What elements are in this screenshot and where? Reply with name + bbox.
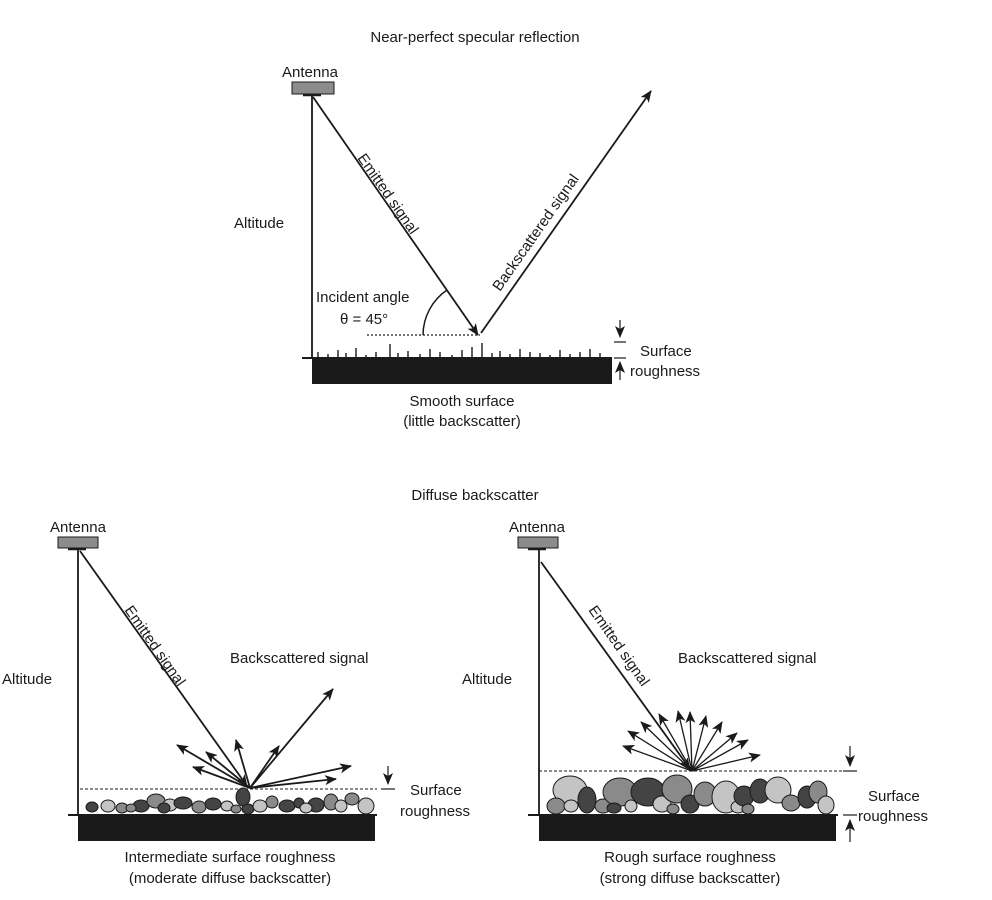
roughness-indicator	[614, 320, 626, 380]
pebble	[661, 774, 693, 804]
pebbles	[546, 774, 835, 815]
emitted-signal-arrow	[540, 561, 691, 770]
diffuse-arrow	[691, 732, 738, 772]
pebble	[241, 803, 255, 815]
pebble	[85, 801, 99, 813]
pebble	[357, 797, 375, 815]
pebble	[252, 799, 268, 813]
pebble	[344, 792, 360, 806]
roughness-label-line1: Surface	[640, 343, 692, 360]
roughness-label-line2: roughness	[630, 363, 700, 380]
roughness-label-line1: Surface	[410, 782, 462, 799]
pebble	[624, 799, 638, 813]
rough-caption-line1: Rough surface roughness	[604, 849, 776, 866]
antenna-icon	[57, 536, 99, 549]
emitted-signal-label: Emitted signal	[121, 603, 189, 690]
specular-panel: Near-perfect specular reflection Antenna…	[234, 29, 700, 430]
roughness-label-line1: Surface	[868, 788, 920, 805]
pebble	[606, 802, 622, 814]
emitted-signal-arrow	[312, 96, 479, 336]
pebble	[204, 797, 222, 811]
backscattered-signal-label: Backscattered signal	[230, 650, 368, 667]
antenna-label: Antenna	[282, 64, 339, 81]
intermediate-caption-line1: Intermediate surface roughness	[125, 849, 336, 866]
pebble	[173, 796, 193, 810]
diffuse-arrows	[176, 688, 352, 789]
pebble	[157, 802, 171, 814]
diffuse-arrow	[622, 745, 693, 772]
antenna-icon	[291, 81, 335, 95]
backscattered-signal-label: Backscattered signal	[489, 171, 582, 294]
pebble	[781, 794, 801, 812]
antenna-icon	[517, 536, 559, 549]
roughness-label-line2: roughness	[400, 803, 470, 820]
altitude-label: Altitude	[234, 215, 284, 232]
diffuse-title: Diffuse backscatter	[411, 487, 538, 504]
pebble	[577, 786, 597, 814]
pebble	[278, 799, 296, 813]
surface-ticks	[317, 343, 601, 358]
diffuse-arrow	[675, 710, 693, 772]
pebble	[100, 799, 116, 813]
pebble	[125, 803, 137, 813]
ground-block	[539, 815, 836, 841]
incident-angle-arc	[422, 289, 448, 336]
pebble	[666, 803, 680, 815]
ground-block	[78, 815, 375, 841]
backscattered-signal-label: Backscattered signal	[678, 650, 816, 667]
pebble	[741, 803, 755, 815]
diffuse-arrow	[640, 721, 693, 772]
pebble	[230, 804, 242, 814]
diffuse-arrow	[691, 715, 709, 772]
roughness-indicator	[381, 766, 395, 790]
pebble	[265, 795, 279, 809]
altitude-label: Altitude	[2, 671, 52, 688]
emitted-signal-label: Emitted signal	[585, 603, 653, 690]
antenna-label: Antenna	[509, 519, 566, 536]
roughness-label-line2: roughness	[858, 808, 928, 825]
diffuse-arrow	[658, 713, 693, 772]
rough-panel: Antenna Altitude Emitted signal Backscat…	[462, 519, 928, 887]
diffuse-arrow	[627, 730, 693, 772]
diffuse-arrow	[685, 711, 696, 772]
pebble	[334, 799, 348, 813]
pebble	[235, 787, 251, 807]
specular-title: Near-perfect specular reflection	[370, 29, 579, 46]
smooth-caption-line1: Smooth surface	[409, 393, 514, 410]
emitted-signal-label: Emitted signal	[354, 151, 422, 238]
pebble	[299, 802, 313, 814]
angle-value: θ = 45°	[340, 311, 388, 328]
emitted-signal-arrow	[79, 550, 248, 787]
roughness-indicator	[843, 746, 857, 842]
intermediate-caption-line2: (moderate diffuse backscatter)	[129, 870, 331, 887]
smooth-surface-block	[312, 358, 612, 384]
antenna-label: Antenna	[50, 519, 107, 536]
pebbles	[85, 787, 375, 815]
diffuse-arrow	[691, 739, 749, 772]
intermediate-panel: Antenna Altitude Emitted signal Backscat…	[2, 519, 470, 887]
pebble	[191, 800, 207, 814]
rough-caption-line2: (strong diffuse backscatter)	[600, 870, 781, 887]
altitude-label: Altitude	[462, 671, 512, 688]
incident-angle-label: Incident angle	[316, 289, 409, 306]
diffuse-arrow	[691, 752, 761, 772]
pebble	[764, 776, 792, 804]
smooth-caption-line2: (little backscatter)	[403, 413, 521, 430]
pebble	[563, 799, 579, 813]
diffuse-arrow	[691, 721, 723, 772]
pebble	[546, 797, 566, 815]
diffuse-arrows	[622, 710, 761, 772]
pebble	[817, 795, 835, 815]
backscattered-signal-arrow	[480, 90, 652, 334]
